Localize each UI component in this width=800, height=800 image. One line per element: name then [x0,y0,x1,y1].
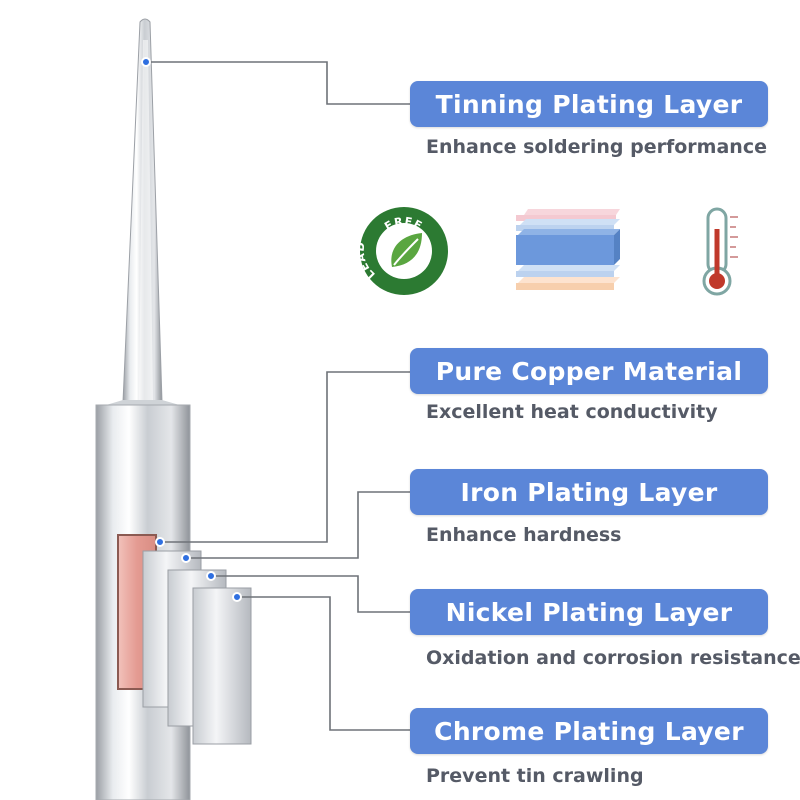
lead-free-icon: FREE LEAD [354,205,450,297]
label-chrome-plating-layer: Chrome Plating Layer [410,708,768,754]
pointer-dot-copper [155,537,165,547]
leader-line-nickel [211,575,410,613]
desc-tinning-plating-layer: Enhance soldering performance [426,136,767,158]
leader-line-tinning [146,61,410,105]
label-iron-plating-layer: Iron Plating Layer [410,469,768,515]
layers-stack-icon [512,205,624,297]
pointer-dot-nickel [206,571,216,581]
leader-line-chrome [237,596,410,731]
pointer-dot-chrome [232,592,242,602]
leader-line-iron [186,491,410,559]
desc-chrome-plating-layer: Prevent tin crawling [426,765,644,787]
desc-iron-plating-layer: Enhance hardness [426,524,622,546]
leader-line-copper [160,371,410,543]
label-tinning-plating-layer: Tinning Plating Layer [410,81,768,127]
thermometer-icon [696,205,746,297]
label-nickel-plating-layer: Nickel Plating Layer [410,589,768,635]
pointer-dot-tinning [141,57,151,67]
desc-pure-copper-material: Excellent heat conductivity [426,401,718,423]
label-pure-copper-material: Pure Copper Material [410,348,768,394]
desc-nickel-plating-layer: Oxidation and corrosion resistance [426,647,800,669]
chrome-layer-sheet [192,587,252,745]
pointer-dot-iron [181,553,191,563]
